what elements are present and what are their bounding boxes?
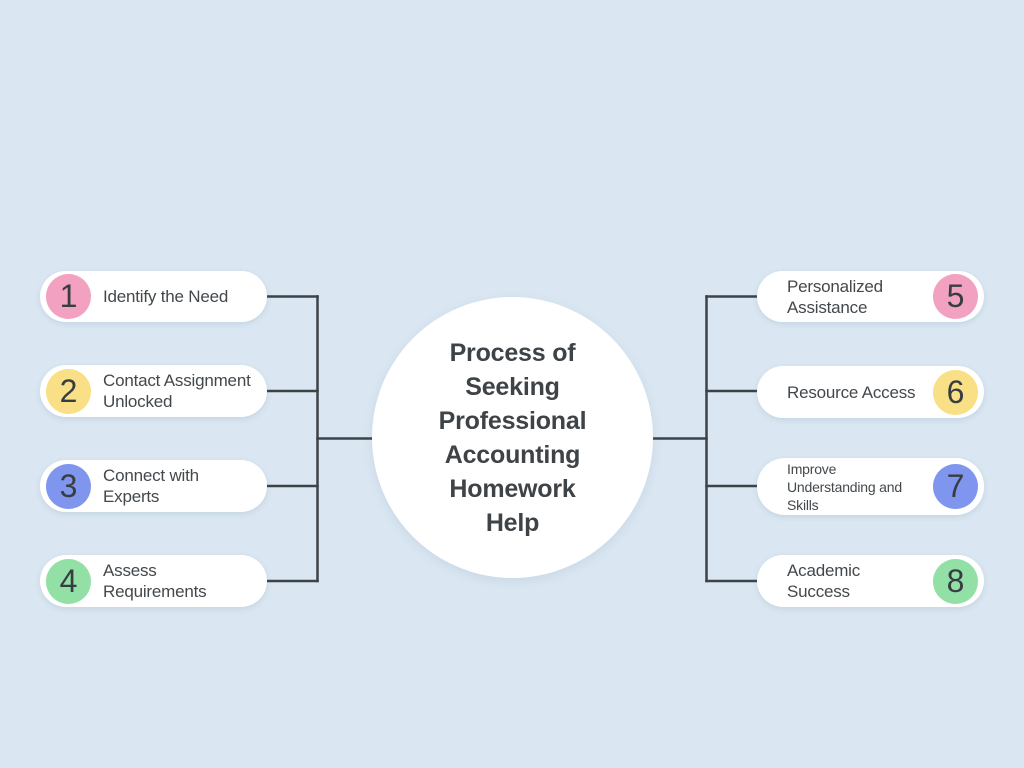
step-node-7: Improve Understanding and Skills 7 [757,458,984,515]
step-node-1: 1 Identify the Need [40,271,267,322]
step-number-badge-4: 4 [46,558,91,604]
step-node-5: Personalized Assistance 5 [757,271,984,322]
step-label-6: Resource Access [787,382,916,402]
step-node-3: 3 Connect with Experts [40,460,267,512]
diagram-title: Process of Seeking Professional Accounti… [438,338,587,537]
step-number-badge-6: 6 [933,369,978,415]
step-node-2: 2 Contact Assignment Unlocked [40,365,267,417]
step-node-6: Resource Access 6 [757,366,984,418]
step-label-1: Identify the Need [103,287,229,306]
step-number-badge-2: 2 [46,368,91,414]
step-number-badge-5: 5 [933,274,978,319]
step-label-4: Assess Requirements [103,561,207,601]
step-number-badge-1: 1 [46,274,91,319]
step-label-3: Connect with Experts [103,466,199,506]
step-label-8: Academic Success [787,561,861,601]
step-number-badge-3: 3 [46,463,91,509]
step-number-badge-8: 8 [933,558,978,604]
step-node-8: Academic Success 8 [757,555,984,607]
step-number-badge-7: 7 [933,464,978,509]
central-topic-node: Process of Seeking Professional Accounti… [372,297,653,578]
step-label-5: Personalized Assistance [787,276,883,317]
step-label-7: Improve Understanding and Skills [787,460,902,513]
step-node-4: 4 Assess Requirements [40,555,267,607]
step-label-2: Contact Assignment Unlocked [103,371,251,411]
